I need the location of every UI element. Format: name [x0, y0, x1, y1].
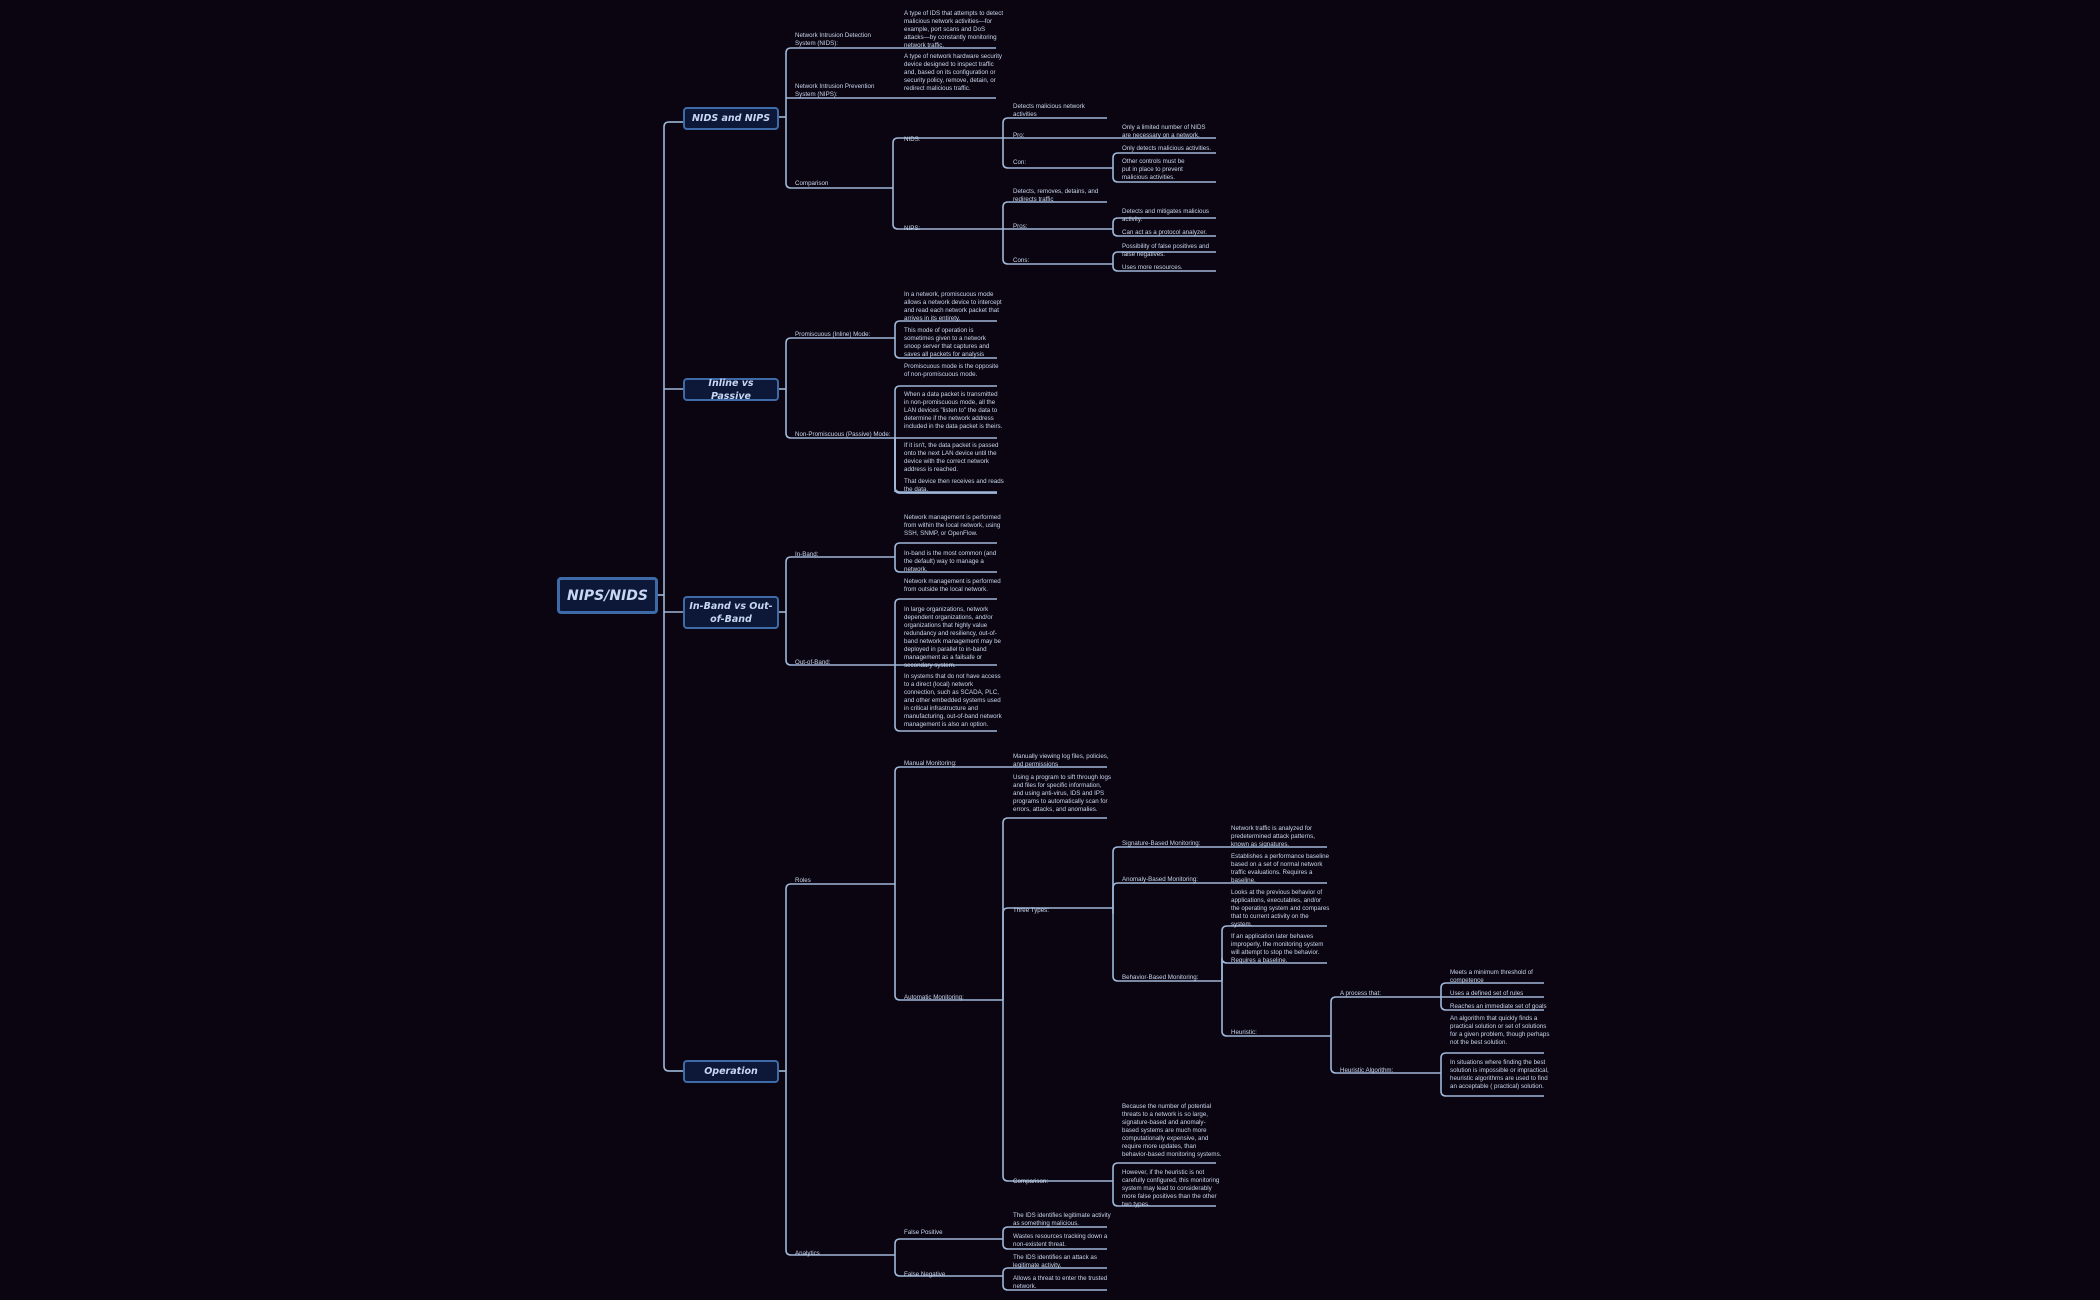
branch-operation[interactable]: Operation: [683, 1060, 779, 1083]
anomaly-based-label: Anomaly-Based Monitoring:: [1122, 876, 1199, 883]
oob-item: In large organizations, network dependen…: [904, 606, 1001, 669]
heuristic-algorithm-item: In situations where finding the best sol…: [1450, 1059, 1549, 1090]
false-negative-item: Allows a threat to enter the trusted net…: [1013, 1275, 1108, 1290]
comparison-op-item: Because the number of potential threats …: [1122, 1103, 1222, 1158]
cmp-nips-con-label: Cons:: [1013, 257, 1030, 264]
anomaly-based-desc: Establishes a performance baseline based…: [1231, 853, 1330, 884]
cmp-nids-label: NIDS:: [904, 136, 921, 143]
nids-description: A type of IDS that attempts to detect ma…: [904, 10, 1004, 49]
inband-item: Network management is performed from wit…: [904, 514, 1001, 537]
oob-item: Network management is performed from out…: [904, 578, 1001, 593]
branch-nids-and-nips[interactable]: NIDS and NIPS: [683, 107, 779, 130]
non-promiscuous-item: When a data packet is transmitted in non…: [904, 391, 1003, 430]
cmp-nips-pro-label: Pros:: [1013, 223, 1028, 230]
branch-inband-vs-oob[interactable]: In-Band vs Out-of-Band: [683, 596, 779, 629]
false-negative-item: The IDS identifies an attack as legitima…: [1013, 1254, 1097, 1269]
inband-item: In-band is the most common (and the defa…: [904, 550, 997, 573]
nips-description: A type of network hardware security devi…: [904, 53, 1003, 92]
comparison-op-item: However, if the heuristic is not careful…: [1122, 1169, 1220, 1208]
comparison-label: Comparison: [795, 180, 829, 187]
cmp-nids-pro-item: Only a limited number of NIDS are necess…: [1122, 124, 1206, 139]
process-item: Meets a minimum threshold of competence: [1450, 969, 1533, 984]
three-types-label: Three Types:: [1013, 907, 1049, 914]
false-negative-label: False Negative: [904, 1271, 946, 1278]
heuristic-algorithm-label: Heuristic Algorithm:: [1340, 1067, 1394, 1074]
process-item: Reaches an immediate set of goals: [1450, 1003, 1547, 1010]
cmp-nids-con-label: Con:: [1013, 159, 1027, 166]
cmp-nids-con-item: Only detects malicious activities.: [1122, 145, 1212, 152]
promiscuous-label: Promiscuous (Inline) Mode:: [795, 331, 871, 338]
manual-monitoring-label: Manual Monitoring:: [904, 760, 957, 767]
oob-item: In systems that do not have access to a …: [904, 673, 1002, 728]
false-positive-item: The IDS identifies legitimate activity a…: [1013, 1212, 1111, 1227]
cmp-nips-desc: Detects, removes, detains, and redirects…: [1013, 188, 1099, 203]
manual-monitoring-desc: Manually viewing log files, policies, an…: [1013, 753, 1109, 768]
behavior-based-label: Behavior-Based Monitoring:: [1122, 974, 1199, 981]
cmp-nids-con-item: Other controls must be put in place to p…: [1122, 158, 1185, 181]
signature-based-desc: Network traffic is analyzed for predeter…: [1231, 825, 1315, 848]
non-promiscuous-label: Non-Promiscuous (Passive) Mode:: [795, 431, 891, 438]
process-label: A process that:: [1340, 990, 1381, 997]
comparison-op-label: Comparison:: [1013, 1178, 1049, 1185]
non-promiscuous-item: If it isn't, the data packet is passed o…: [904, 442, 999, 473]
out-of-band-label: Out-of-Band:: [795, 659, 831, 666]
cmp-nips-con-item: Possibility of false positives and false…: [1122, 243, 1210, 258]
heuristic-algorithm-item: An algorithm that quickly finds a practi…: [1450, 1015, 1550, 1046]
nids-label: Network Intrusion Detection System (NIDS…: [795, 32, 872, 47]
cmp-nips-label: NIPS:: [904, 225, 921, 232]
automatic-monitoring-label: Automatic Monitoring:: [904, 994, 964, 1001]
behavior-based-item: If an application later behaves improper…: [1231, 933, 1324, 964]
process-item: Uses a defined set of rules: [1450, 990, 1524, 997]
signature-based-label: Signature-Based Monitoring:: [1122, 840, 1201, 847]
cmp-nids-pro-label: Pro:: [1013, 132, 1025, 139]
nips-label: Network Intrusion Prevention System (NIP…: [795, 83, 875, 98]
false-positive-item: Wastes resources tracking down a non-exi…: [1013, 1233, 1108, 1248]
false-positive-label: False Positive: [904, 1229, 943, 1236]
promiscuous-item: In a network, promiscuous mode allows a …: [904, 291, 1002, 322]
cmp-nips-con-item: Uses more resources.: [1122, 264, 1183, 271]
branch-inline-vs-passive[interactable]: Inline vs Passive: [683, 378, 779, 402]
cmp-nips-pro-item: Detects and mitigates malicious activity…: [1122, 208, 1210, 223]
cmp-nids-desc: Detects malicious network activities: [1013, 103, 1085, 118]
analytics-label: Analytics: [795, 1250, 820, 1257]
root-node[interactable]: NIPS/NIDS: [557, 577, 658, 614]
non-promiscuous-item: Promiscuous mode is the opposite of non-…: [904, 363, 999, 378]
promiscuous-item: This mode of operation is sometimes give…: [904, 327, 990, 358]
inband-label: In-Band:: [795, 551, 819, 558]
non-promiscuous-item: That device then receives and reads the …: [904, 478, 1004, 493]
automatic-monitoring-desc: Using a program to sift through logs and…: [1013, 774, 1112, 813]
cmp-nips-pro-item: Can act as a protocol analyzer.: [1122, 229, 1207, 236]
heuristic-label: Heuristic:: [1231, 1029, 1257, 1036]
behavior-based-item: Looks at the previous behavior of applic…: [1231, 889, 1330, 928]
roles-label: Roles: [795, 877, 811, 884]
